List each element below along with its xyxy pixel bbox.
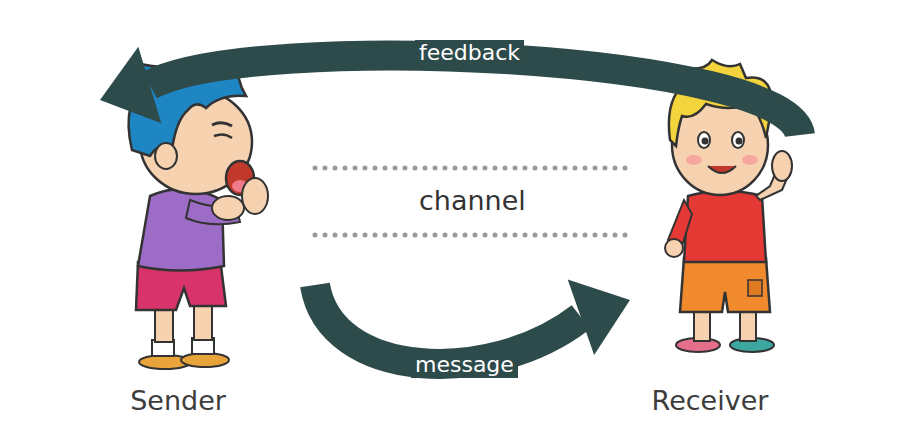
receiver-figure-part (665, 239, 683, 257)
person-node: Sender (100, 55, 315, 420)
edge-label: message (411, 352, 518, 378)
connector (315, 168, 630, 235)
receiver-figure-part (732, 132, 744, 148)
receiver-figure-part (708, 166, 736, 173)
sender-figure-part (181, 353, 229, 367)
arrow-head (568, 279, 630, 355)
receiver-figure-part (684, 191, 766, 262)
channel-line (315, 166, 630, 171)
sender-figure-part (138, 189, 224, 271)
receiver-figure-part (686, 155, 702, 165)
sender-figure-part (212, 123, 232, 126)
receiver-figure-part (736, 138, 743, 145)
receiver-figure-part (702, 138, 709, 145)
receiver-figure-part (748, 280, 762, 296)
sender-figure-part (214, 134, 232, 138)
arrow-head (100, 47, 161, 124)
channel-line (315, 233, 630, 238)
sender-figure-part (212, 196, 244, 220)
sender-figure-part (242, 178, 268, 214)
sender-figure-part (155, 143, 177, 169)
receiver-figure-part (680, 258, 770, 312)
person-label: Sender (130, 385, 226, 417)
person-node: Receiver (630, 55, 800, 420)
arrow-band (150, 56, 800, 135)
receiver-figure-part (742, 155, 758, 165)
receiver-figure-part (772, 151, 792, 181)
edge-label: channel (415, 185, 530, 217)
receiver-figure-part (698, 132, 710, 148)
person-label: Receiver (652, 385, 769, 417)
edge-label: feedback (415, 40, 524, 66)
